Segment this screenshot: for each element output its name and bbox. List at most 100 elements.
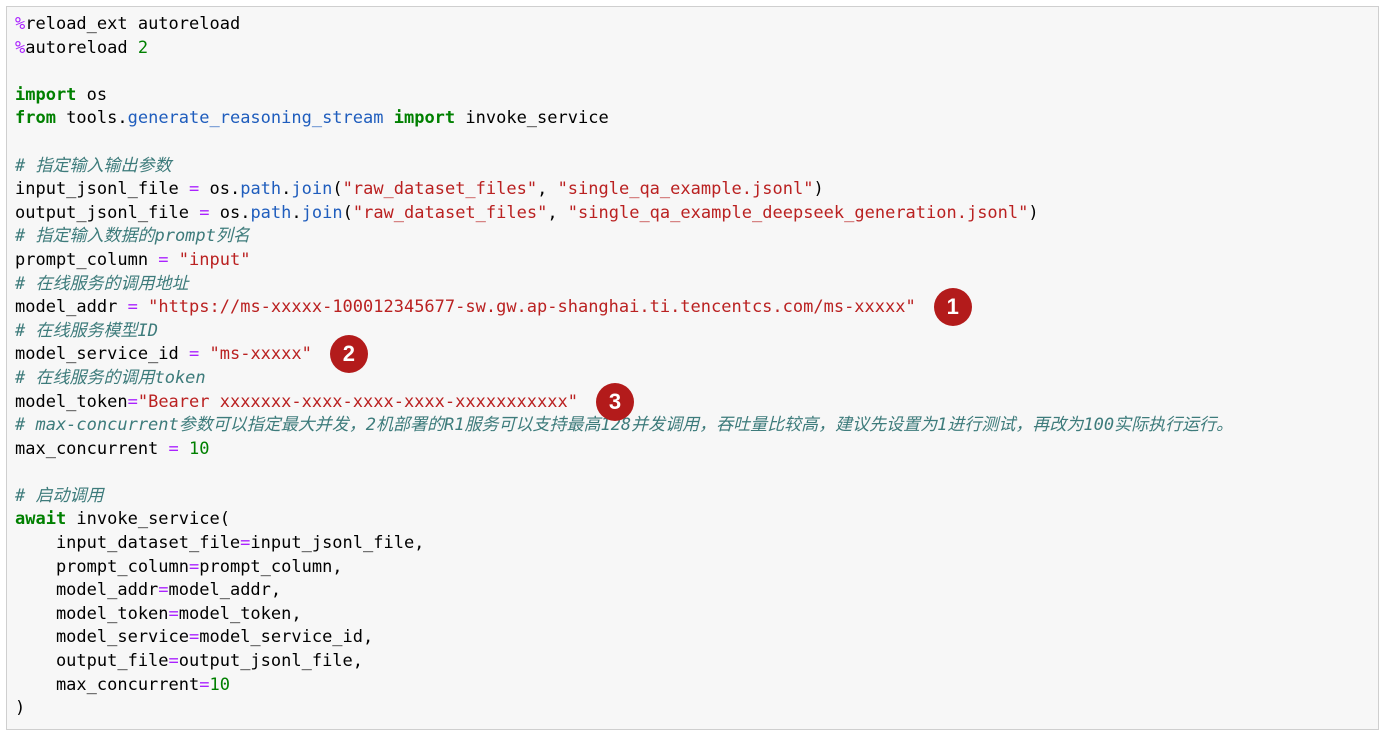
code-token: "single_qa_example.jsonl" — [557, 179, 814, 200]
code-cell[interactable]: %reload_ext autoreload%autoreload 2​impo… — [6, 6, 1379, 730]
code-token: "input" — [178, 249, 251, 270]
code-token: 10 — [189, 438, 210, 459]
code-token: "raw_dataset_files" — [352, 202, 548, 223]
code-token: "https://ms-xxxxx-100012345677-sw.gw.ap-… — [148, 297, 916, 318]
code-token: = — [240, 533, 251, 554]
code-token: "single_qa_example_deepseek_generation.j… — [567, 202, 1029, 223]
code-token: ) — [15, 698, 26, 719]
code-token: prompt_column — [15, 249, 159, 270]
code-token — [138, 297, 148, 317]
code-line: ​ — [15, 131, 1233, 155]
code-line: input_dataset_file=input_jsonl_file, — [15, 532, 1233, 556]
code-line: # 指定输入数据的prompt列名 — [15, 225, 1233, 249]
code-token: = — [189, 179, 200, 200]
code-token: model_service — [15, 627, 189, 648]
code-token: reload_ext autoreload — [25, 14, 241, 34]
code-token: # 启动调用 — [15, 485, 104, 506]
code-line: # max-concurrent参数可以指定最大并发，2机部署的R1服务可以支持… — [15, 414, 1233, 438]
callout-badge-2: 2 — [329, 335, 368, 374]
code-token: , — [547, 202, 568, 223]
code-token: input_jsonl_file, — [250, 533, 425, 554]
code-line: prompt_column = "input" — [15, 249, 1233, 273]
code-token: await — [15, 509, 67, 530]
code-token: from — [15, 108, 56, 129]
code-token: os — [76, 84, 108, 105]
code-token: , — [537, 179, 558, 200]
code-token: % — [15, 14, 26, 34]
code-token: model_token — [15, 603, 169, 624]
code-token: join — [301, 202, 343, 223]
code-token: = — [199, 202, 210, 223]
code-line: ​ — [15, 60, 1233, 84]
code-token: # 在线服务的调用token — [15, 367, 206, 388]
code-line: prompt_column=prompt_column, — [15, 556, 1233, 580]
code-token: = — [158, 249, 169, 270]
code-line: ) — [15, 697, 1233, 721]
code-token: % — [15, 37, 26, 58]
code-line: %reload_ext autoreload — [15, 13, 1233, 37]
code-token: join — [291, 179, 333, 200]
code-token — [169, 250, 179, 270]
code-line: max_concurrent = 10 — [15, 438, 1233, 462]
code-token: tools. — [55, 108, 128, 129]
code-token: os. — [199, 179, 241, 200]
code-line: import os — [15, 84, 1233, 108]
code-token: = — [189, 344, 200, 365]
code-line: max_concurrent=10 — [15, 674, 1233, 698]
code-token — [383, 108, 393, 128]
code-token: ) — [813, 179, 824, 200]
code-line: model_service=model_service_id, — [15, 626, 1233, 650]
code-editor[interactable]: %reload_ext autoreload%autoreload 2​impo… — [15, 13, 1233, 721]
code-line: model_token=model_token, — [15, 603, 1233, 627]
code-line: # 在线服务的调用地址 — [15, 273, 1233, 297]
code-token: . — [291, 202, 302, 223]
code-token: invoke_service — [455, 108, 609, 129]
code-token — [179, 439, 189, 459]
code-token: model_addr, — [168, 580, 282, 601]
code-token: generate_reasoning_stream — [127, 108, 384, 129]
code-token: max_concurrent — [15, 674, 200, 695]
code-token: ( — [332, 179, 343, 200]
code-token: = — [168, 651, 179, 672]
code-token: # 在线服务模型ID — [15, 320, 158, 341]
code-token: prompt_column, — [199, 556, 343, 577]
code-line: # 在线服务模型ID — [15, 320, 1233, 344]
code-token: "Bearer xxxxxxx-xxxx-xxxx-xxxx-xxxxxxxxx… — [137, 391, 578, 412]
code-token: model_addr — [15, 580, 159, 601]
code-line: # 指定输入输出参数 — [15, 155, 1233, 179]
code-token: "raw_dataset_files" — [342, 179, 538, 200]
code-line: model_addr=model_addr, — [15, 579, 1233, 603]
code-token: # max-concurrent参数可以指定最大并发，2机部署的R1服务可以支持… — [15, 415, 1234, 436]
code-token: prompt_column — [15, 556, 189, 577]
code-line: # 在线服务的调用token — [15, 367, 1233, 391]
code-token: input_jsonl_file — [15, 179, 189, 200]
code-line: output_file=output_jsonl_file, — [15, 650, 1233, 674]
code-line: model_token="Bearer xxxxxxx-xxxx-xxxx-xx… — [15, 391, 1233, 415]
code-token: os. — [209, 202, 251, 223]
code-token: model_token — [15, 391, 128, 412]
code-line: await invoke_service( — [15, 508, 1233, 532]
code-token: 2 — [137, 37, 149, 58]
code-token: output_jsonl_file, — [178, 651, 364, 672]
code-token: = — [127, 391, 138, 412]
code-token: # 指定输入输出参数 — [15, 155, 172, 176]
code-line: # 启动调用 — [15, 485, 1233, 509]
code-token: invoke_service( — [66, 509, 230, 530]
code-token: "ms-xxxxx" — [209, 344, 312, 365]
code-line: from tools.generate_reasoning_stream imp… — [15, 107, 1233, 131]
code-token: = — [168, 603, 179, 624]
code-token: = — [189, 627, 200, 648]
code-token: import — [393, 108, 456, 129]
code-line: model_service_id = "ms-xxxxx" — [15, 343, 1233, 367]
code-line: input_jsonl_file = os.path.join("raw_dat… — [15, 178, 1233, 202]
code-token: output_file — [15, 651, 169, 672]
code-token: import — [15, 84, 77, 105]
code-line: %autoreload 2 — [15, 37, 1233, 61]
code-token: model_addr — [15, 297, 128, 318]
code-token: ) — [1028, 202, 1039, 223]
code-token: output_jsonl_file — [15, 202, 200, 223]
code-token: model_service_id — [15, 344, 189, 365]
code-token: max_concurrent — [15, 438, 169, 459]
code-token: # 在线服务的调用地址 — [15, 273, 189, 294]
code-token: # 指定输入数据的prompt列名 — [15, 226, 250, 247]
